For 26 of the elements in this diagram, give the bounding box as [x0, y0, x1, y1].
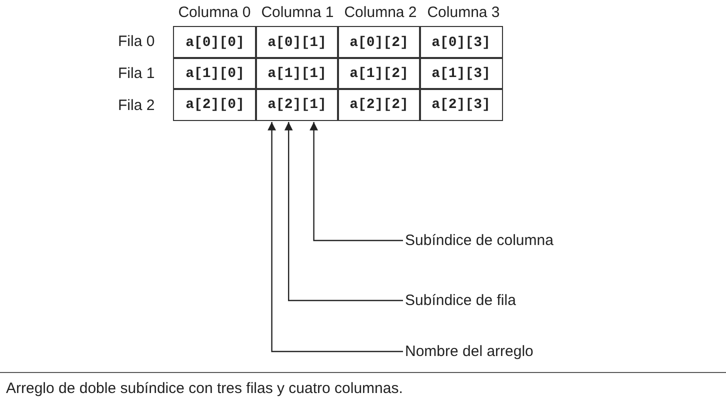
- row-heading: Fila 1: [118, 65, 155, 82]
- annotation-label: Subíndice de columna: [405, 232, 554, 249]
- table-cell: a[0][1]: [255, 26, 339, 59]
- table-cell: a[0][0]: [173, 26, 257, 59]
- table-cell: a[1][2]: [337, 57, 421, 90]
- table-cell: a[2][0]: [173, 88, 257, 121]
- column-heading: Columna 0: [177, 4, 252, 23]
- table-cell: a[1][0]: [173, 57, 257, 90]
- leader-line: [268, 122, 403, 352]
- column-heading: Columna 3: [426, 4, 501, 23]
- leader-line: [310, 122, 403, 242]
- annotation-label: Subíndice de fila: [405, 292, 516, 309]
- leader-line: [284, 122, 403, 302]
- annotation-label: Nombre del arreglo: [405, 343, 534, 360]
- row-heading: Fila 2: [118, 97, 155, 114]
- table-cell: a[2][3]: [419, 88, 503, 121]
- table-cell: a[1][3]: [419, 57, 503, 90]
- row-heading: Fila 0: [118, 33, 155, 50]
- table-cell: a[1][1]: [255, 57, 339, 90]
- table-cell: a[2][2]: [337, 88, 421, 121]
- table-cell: a[0][3]: [419, 26, 503, 59]
- column-heading: Columna 2: [343, 4, 418, 23]
- table-cell: a[2][1]: [255, 88, 339, 121]
- column-heading: Columna 1: [260, 4, 335, 23]
- table-cell: a[0][2]: [337, 26, 421, 59]
- caption: Arreglo de doble subíndice con tres filas y cuatro columnas.: [6, 380, 403, 397]
